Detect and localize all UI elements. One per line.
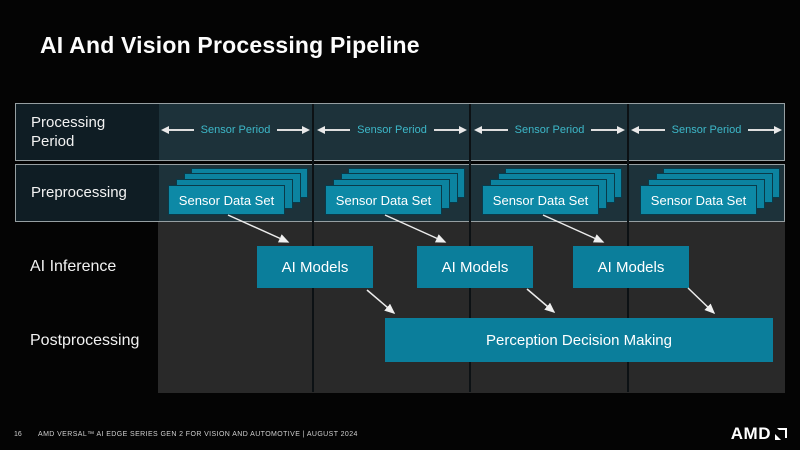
sensor-period-header: Sensor Period — [474, 123, 625, 137]
amd-logo-icon — [775, 428, 787, 440]
row-label-ai-inference: AI Inference — [30, 258, 117, 275]
row-header-processing-period: Processing Period — [16, 104, 159, 160]
arrow-line — [325, 129, 351, 131]
left-arrowhead-icon — [474, 126, 482, 134]
right-arrowhead-icon — [302, 126, 310, 134]
sensor-period-label: Sensor Period — [357, 124, 427, 136]
sensor-data-set-box: Sensor Data Set — [325, 185, 442, 215]
sensor-data-set-box: Sensor Data Set — [482, 185, 599, 215]
arrow-line — [433, 129, 459, 131]
row-label-postprocessing: Postprocessing — [30, 332, 140, 349]
right-arrowhead-icon — [617, 126, 625, 134]
row-label-preprocessing: Preprocessing — [31, 184, 127, 202]
sensor-data-set-box: Sensor Data Set — [640, 185, 757, 215]
sensor-period-header: Sensor Period — [317, 123, 467, 137]
right-arrowhead-icon — [774, 126, 782, 134]
page-number: 16 — [14, 431, 22, 438]
arrow-line — [482, 129, 508, 131]
sensor-period-header: Sensor Period — [161, 123, 310, 137]
right-arrowhead-icon — [459, 126, 467, 134]
arrow-line — [639, 129, 665, 131]
ai-models-box: AI Models — [257, 246, 373, 288]
left-arrowhead-icon — [161, 126, 169, 134]
arrow-line — [277, 129, 302, 131]
sensor-period-label: Sensor Period — [514, 124, 585, 136]
arrow-line — [591, 129, 617, 131]
footer-text: AMD VERSAL™ AI EDGE SERIES GEN 2 FOR VIS… — [38, 431, 358, 438]
arrow-line — [748, 129, 774, 131]
sensor-data-set-box: Sensor Data Set — [168, 185, 285, 215]
page-title: AI And Vision Processing Pipeline — [40, 32, 420, 58]
row-label-processing-period: Processing Period — [31, 113, 106, 151]
perception-decision-making-box: Perception Decision Making — [385, 318, 773, 362]
row-header-preprocessing: Preprocessing — [16, 165, 159, 221]
amd-logo: AMD — [731, 424, 788, 444]
processing-period-band: Processing Period — [15, 103, 785, 161]
ai-models-box: AI Models — [573, 246, 689, 288]
left-arrowhead-icon — [631, 126, 639, 134]
amd-logo-text: AMD — [730, 424, 771, 443]
footer: 16 AMD VERSAL™ AI EDGE SERIES GEN 2 FOR … — [0, 424, 800, 450]
left-arrowhead-icon — [317, 126, 325, 134]
sensor-period-header: Sensor Period — [631, 123, 782, 137]
ai-models-box: AI Models — [417, 246, 533, 288]
sensor-period-label: Sensor Period — [671, 124, 742, 136]
sensor-period-label: Sensor Period — [200, 124, 271, 136]
arrow-line — [169, 129, 194, 131]
